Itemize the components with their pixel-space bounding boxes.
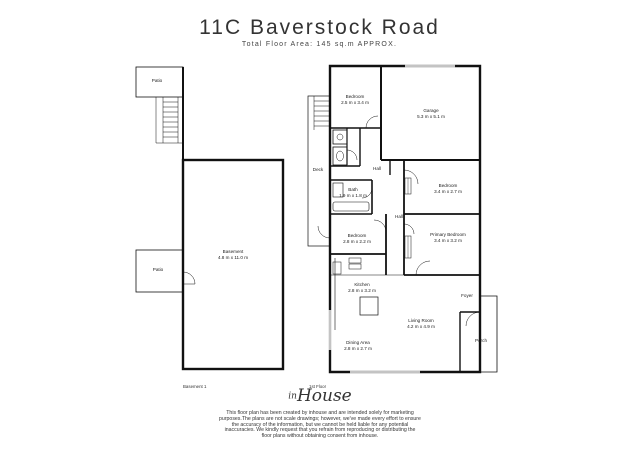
room-label-bedroom-top: Bedroom 2.5 m x 3.4 m	[341, 94, 369, 105]
room-label-patio-top: Patio	[151, 78, 163, 83]
basement-outline	[181, 158, 285, 371]
room-label-bedroom-left: Bedroom 2.8 m x 2.2 m	[343, 233, 371, 244]
room-label-hall-upper: Hall	[373, 166, 381, 171]
level-label-first-floor: 1st Floor	[309, 384, 327, 389]
disclaimer-line: purposes.The plans are not scale drawing…	[219, 415, 421, 422]
room-label-primary-bedroom: Primary Bedroom 3.4 m x 3.2 m	[430, 232, 466, 243]
room-label-living-room: Living Room 4.2 m x 4.9 m	[407, 318, 435, 329]
room-label-garage: Garage 5.3 m x 5.1 m	[417, 108, 445, 119]
room-label-foyer: Foyer	[461, 293, 473, 298]
room-label-basement: Basement 4.8 m x 11.0 m	[217, 249, 249, 260]
disclaimer-line: the accuracy of the information, but we …	[231, 421, 409, 428]
deck-stairs	[313, 96, 330, 130]
basement-level-drawing	[135, 66, 285, 371]
disclaimer-line: This floor plan has been created by inho…	[226, 410, 414, 416]
room-label-patio-mid: Patio	[152, 267, 164, 272]
disclaimer-line: inaccuracies. We kindly request that you…	[224, 427, 416, 434]
room-label-dining-area: Dining Area 2.8 m x 2.7 m	[344, 340, 372, 351]
inhouse-logo: inHouse	[288, 386, 352, 406]
total-floor-area: Total Floor Area: 145 sq.m APPROX.	[241, 41, 398, 48]
disclaimer-text: This floor plan has been created by inho…	[190, 410, 450, 440]
room-label-porch: Porch	[474, 338, 488, 343]
room-label-kitchen: Kitchen 2.8 m x 3.2 m	[348, 282, 376, 293]
patio-mid-outline	[135, 249, 184, 293]
first-floor-drawing	[307, 64, 498, 374]
basement-stairs	[155, 97, 183, 144]
page-title: 11C Baverstock Road	[199, 16, 440, 39]
room-label-bedroom-right: Bedroom 3.4 m x 2.7 m	[434, 183, 462, 194]
disclaimer-line: floor plans without obtaining consent fr…	[261, 433, 379, 440]
level-label-basement: Basement 1	[183, 384, 207, 389]
room-label-hall-mid: Hall	[395, 214, 403, 219]
room-label-deck: Deck	[312, 167, 324, 172]
room-label-bath: Bath 1.9 m x 1.8 m	[339, 187, 367, 198]
